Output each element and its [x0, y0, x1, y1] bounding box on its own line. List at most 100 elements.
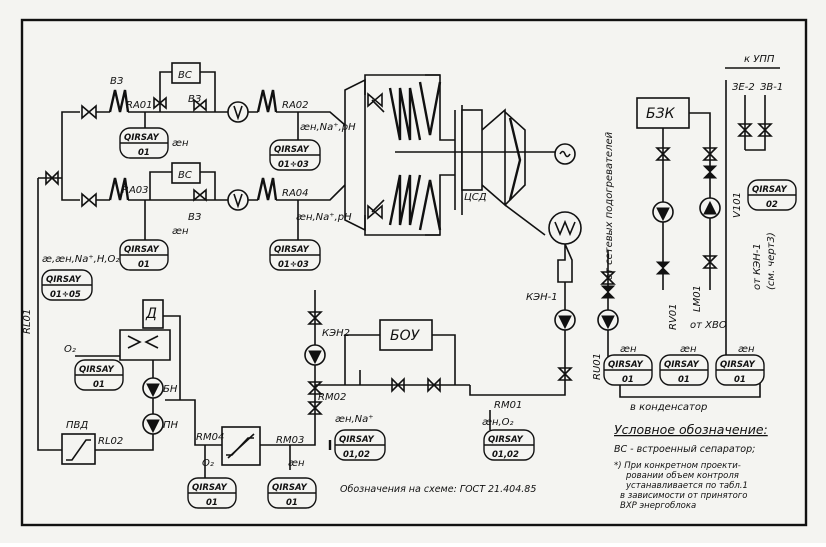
valve-v3-bot[interactable]	[193, 188, 207, 202]
valve-ken1-discharge[interactable]	[557, 367, 573, 381]
legend-line3: ровании объем контроля	[625, 471, 739, 481]
svg-text:QIRSAY: QIRSAY	[272, 483, 308, 493]
svg-text:QIRSAY: QIRSAY	[752, 185, 788, 195]
valve-bou-1[interactable]	[391, 377, 405, 393]
tag-t3: QIRSAY 01	[119, 239, 169, 271]
chem-a3: ӕн	[172, 226, 189, 237]
legend-line5: в зависимости от принятого	[620, 491, 747, 501]
valve-upp-1[interactable]	[737, 123, 753, 137]
valve-ken2-mid[interactable]	[307, 381, 323, 395]
svg-text:QIRSAY: QIRSAY	[192, 483, 228, 493]
svg-text:01÷03: 01÷03	[278, 160, 309, 170]
rl02-label: RL02	[98, 436, 123, 447]
tag-t13: QIRSAY 01	[715, 354, 765, 386]
valve-split-bottom[interactable]	[81, 192, 97, 208]
csd-label: ЦСД	[464, 192, 487, 203]
valve-upp-2[interactable]	[757, 123, 773, 137]
valve-bzk-5[interactable]	[702, 255, 718, 269]
rm01-label: RM01	[494, 400, 522, 411]
svg-text:QIRSAY: QIRSAY	[124, 245, 160, 255]
svg-text:QIRSAY: QIRSAY	[720, 360, 756, 370]
valve-bzk-1[interactable]	[655, 147, 671, 161]
svg-text:01÷05: 01÷05	[50, 290, 81, 300]
valve-split-top[interactable]	[81, 104, 97, 120]
separator-vs-bottom	[171, 162, 201, 184]
condenser	[548, 211, 582, 245]
svg-text:01: 01	[138, 148, 150, 158]
valve-bzk-3[interactable]	[702, 147, 718, 161]
lm01-label: LM01	[692, 285, 703, 312]
ze1-label: ЗВ-1	[760, 82, 783, 93]
chem-v101: ӕн	[738, 344, 755, 355]
chem-rm01: ӕн,O₂	[482, 417, 514, 428]
ra03-label: RA03	[122, 185, 149, 196]
ken2-label: КЭН2	[322, 328, 350, 339]
chem-ru01: ӕн	[620, 344, 637, 355]
tag-t8: QIRSAY 01,02	[483, 429, 535, 461]
turbine-blades-bottom	[388, 174, 422, 226]
svg-text:01÷03: 01÷03	[278, 260, 309, 270]
svg-text:QIRSAY: QIRSAY	[274, 145, 310, 155]
valve-heaters-2[interactable]	[600, 285, 616, 299]
svg-text:01: 01	[734, 375, 746, 385]
valve-ken2-bottom[interactable]	[307, 401, 323, 415]
svg-text:01,02: 01,02	[492, 450, 519, 460]
frame-border	[20, 18, 808, 527]
to-condenser-label: в конденсатор	[630, 402, 707, 413]
valve-ken2-top[interactable]	[307, 311, 323, 325]
v101-label: V101	[732, 192, 743, 218]
ru01-label: RU01	[592, 353, 603, 380]
bn-label: БН	[163, 384, 178, 395]
tag-t7: QIRSAY 01,02	[334, 429, 386, 461]
chem-o2-deaerator: O₂	[64, 344, 76, 355]
ze2-label: ЗЕ-2	[732, 82, 755, 93]
bou-block	[379, 319, 433, 351]
valve-v3-mid[interactable]	[193, 98, 207, 112]
svg-text:01,02: 01,02	[343, 450, 370, 460]
valve-bou-2[interactable]	[427, 377, 441, 393]
turbine-valve-top[interactable]	[367, 92, 383, 108]
chem-rm03: ӕн	[288, 458, 305, 469]
rm02-label: RM02	[318, 392, 346, 403]
valve-main[interactable]	[45, 170, 59, 186]
from-hvo-label: от ХВО	[690, 320, 727, 331]
turbine-valve-bottom[interactable]	[367, 204, 383, 220]
svg-text:QIRSAY: QIRSAY	[664, 360, 700, 370]
ra04-label: RA04	[282, 188, 309, 199]
svg-text:QIRSAY: QIRSAY	[608, 360, 644, 370]
turbine-hp-casing	[344, 78, 366, 232]
v3-bot-label: ВЗ	[188, 212, 202, 223]
chem-rv01: ӕн	[680, 344, 697, 355]
svg-text:01: 01	[138, 260, 150, 270]
valve-v3-top[interactable]	[153, 96, 167, 110]
ken1-label: КЭН-1	[526, 292, 558, 303]
hph-heater	[61, 433, 96, 465]
legend-line4: устанавливается по табл.1	[625, 481, 748, 491]
v3-top-label: ВЗ	[110, 76, 124, 87]
boiler-screen-top	[108, 89, 130, 113]
ken1-ref-label: (см. черт3)	[766, 232, 777, 290]
svg-text:QIRSAY: QIRSAY	[339, 435, 375, 445]
legend-line1: ВС - встроенный сепаратор;	[614, 444, 755, 455]
chem-main: ӕ,ӕн,Na⁺,H,O₂	[42, 254, 119, 265]
ra01-label: RA01	[126, 100, 153, 111]
valve-heaters-1[interactable]	[600, 271, 616, 285]
chem-a4: ӕн,Na⁺,pH	[296, 212, 352, 223]
svg-text:QIRSAY: QIRSAY	[124, 133, 160, 143]
valve-bzk-2[interactable]	[655, 261, 671, 275]
svg-text:QIRSAY: QIRSAY	[488, 435, 524, 445]
valve-bzk-4[interactable]	[702, 165, 718, 179]
turbine-csd	[461, 109, 483, 191]
bou-label: БОУ	[390, 328, 421, 344]
legend-title: Условное обозначение:	[614, 422, 768, 437]
rm04-label: RM04	[196, 432, 224, 443]
pn-label: ПН	[163, 420, 179, 431]
rl01-label: RL01	[22, 309, 33, 334]
svg-text:02: 02	[766, 200, 778, 210]
